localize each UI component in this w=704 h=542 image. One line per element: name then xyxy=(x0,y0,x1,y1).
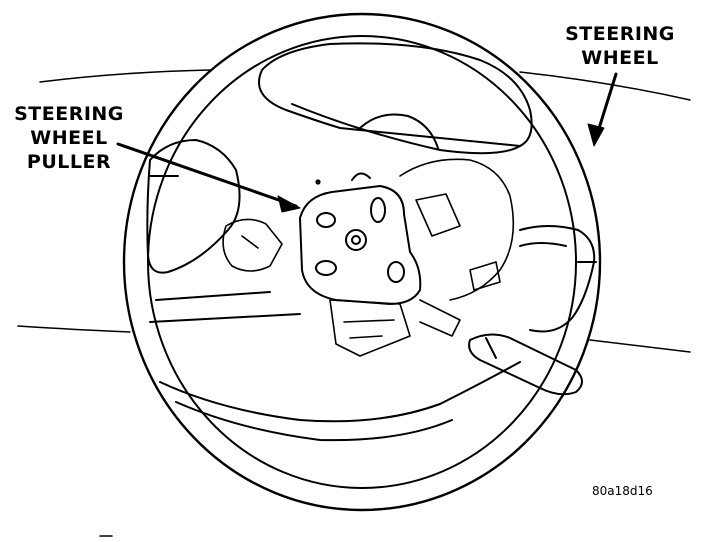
left-spoke xyxy=(146,139,301,323)
marker-dot xyxy=(315,179,321,185)
steering-wheel-puller-tool xyxy=(299,172,422,305)
steering-wheel-rim xyxy=(122,12,602,512)
puller-arrow-head xyxy=(277,195,301,213)
lower-spoke xyxy=(159,333,583,442)
upper-spoke xyxy=(258,42,533,155)
steering-wheel-label: STEERING WHEEL xyxy=(558,22,682,70)
steering-wheel-label-line-1: STEERING xyxy=(565,23,675,45)
steering-wheel-label-line-2: WHEEL xyxy=(581,47,659,69)
steering-wheel-puller-label: STEERING WHEEL PULLER xyxy=(6,102,132,174)
puller-label-line-2: WHEEL xyxy=(30,127,108,149)
right-spoke xyxy=(519,225,597,333)
column-mechanism xyxy=(222,158,515,357)
wheel-arrow-head xyxy=(587,123,605,147)
puller-label-line-3: PULLER xyxy=(26,151,112,173)
dashboard-outline xyxy=(17,69,691,353)
puller-label-line-1: STEERING xyxy=(14,103,124,125)
figure-id: 80a18d16 xyxy=(592,484,653,498)
puller-leader-arrow xyxy=(116,142,298,208)
